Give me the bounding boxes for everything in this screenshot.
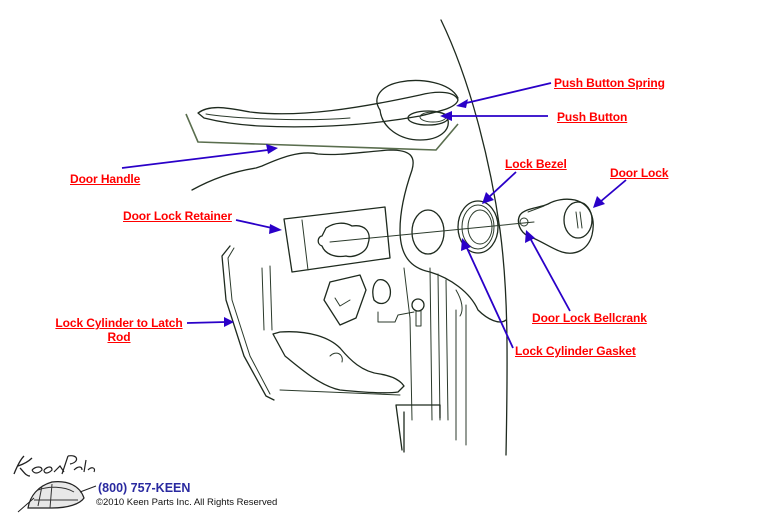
label-door-lock[interactable]: Door Lock (610, 166, 669, 180)
latch-mechanism-drawing (323, 267, 449, 421)
label-door-lock-retainer[interactable]: Door Lock Retainer (123, 209, 232, 223)
label-lock-cylinder-to-latch-rod[interactable]: Lock Cylinder to Latch Rod (54, 316, 184, 344)
label-push-button[interactable]: Push Button (557, 110, 628, 124)
lower-door-frame (395, 404, 441, 453)
door-lock-drawing (517, 198, 594, 254)
label-door-handle[interactable]: Door Handle (70, 172, 141, 186)
handle-backing-plate (185, 113, 459, 151)
label-lock-cylinder-gasket[interactable]: Lock Cylinder Gasket (515, 344, 636, 358)
label-line-1: Lock Cylinder to Latch (55, 316, 183, 330)
latch-rod-drawing (221, 245, 275, 401)
label-push-button-spring[interactable]: Push Button Spring (554, 76, 665, 90)
label-door-lock-bellcrank[interactable]: Door Lock Bellcrank (532, 311, 647, 325)
inner-panel-outline (191, 149, 507, 323)
door-lock-retainer-drawing (283, 206, 391, 273)
pointer-arrows (121, 82, 627, 349)
lock-bezel-drawing (457, 200, 499, 254)
label-lock-bezel[interactable]: Lock Bezel (505, 157, 567, 171)
assembly-axis-line (329, 221, 535, 243)
door-handle-drawing (197, 79, 459, 141)
door-edge-line (440, 19, 508, 456)
phone-number[interactable]: (800) 757-KEEN (98, 481, 191, 495)
copyright-notice: ©2010 Keen Parts Inc. All Rights Reserve… (96, 497, 278, 508)
label-line-2: Rod (107, 330, 131, 344)
door-lock-opening (411, 209, 445, 255)
bellcrank-link-drawing (261, 265, 405, 396)
keen-parts-logo (13, 455, 97, 513)
